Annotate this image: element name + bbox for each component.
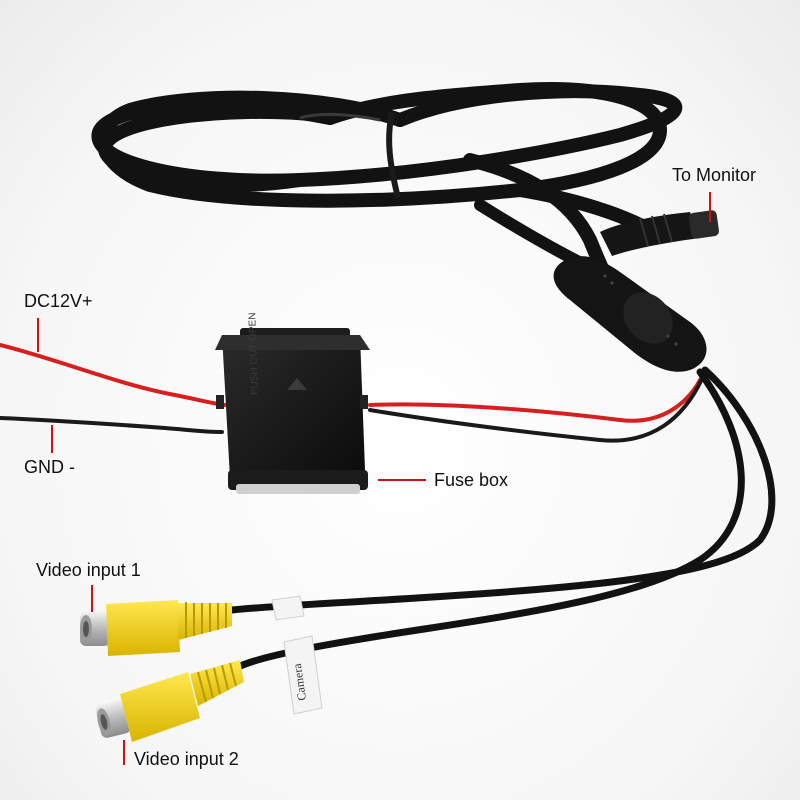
fuse-cover-text: PUSH OUT OPEN [247,312,261,395]
rca-connector-1 [80,600,232,656]
cable-tag-1 [271,595,305,621]
coiled-cable [91,82,683,307]
power-wires [0,343,707,443]
dc12v-positive-label: DC12V+ [24,291,93,311]
fuse-box: PUSH OUT OPEN [215,312,370,494]
to-monitor-label: To Monitor [672,165,757,185]
video-input-1-label: Video input 1 [36,560,141,580]
rca-connector-2 [95,660,244,742]
monitor-plug [600,210,719,256]
gnd-negative-label: GND - [24,457,75,477]
cable-tie [386,111,401,199]
camera-tag: Camera [283,635,323,715]
camera-tag-text: Camera [290,662,309,702]
video-input-2-label: Video input 2 [134,749,239,769]
callout-leaders [37,192,711,765]
fuse-box-label: Fuse box [434,470,509,490]
splitter [553,256,707,372]
